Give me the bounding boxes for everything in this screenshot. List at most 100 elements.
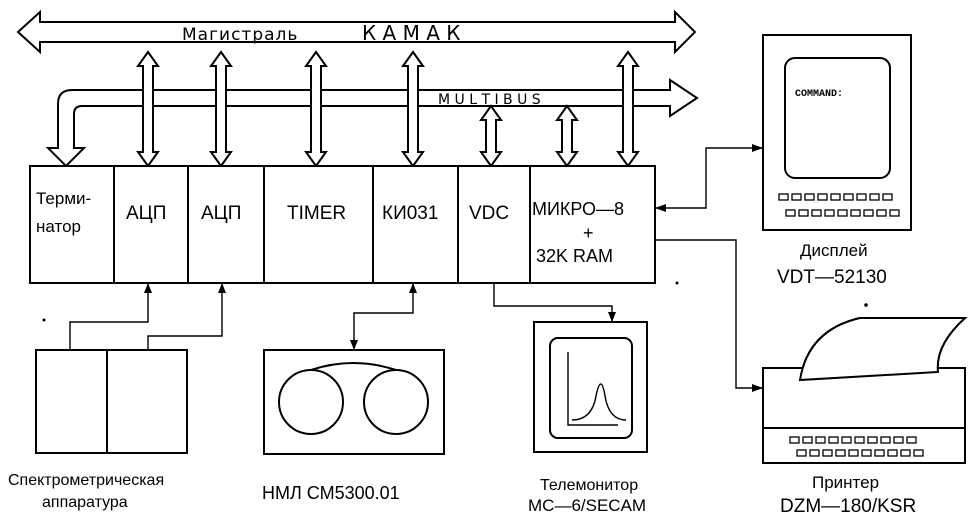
- terminator-label-1: Терми-: [36, 189, 91, 208]
- kamak-ki031-arrow: [401, 50, 425, 168]
- terminator-label-2: натор: [36, 217, 81, 236]
- key: [798, 209, 809, 217]
- key: [815, 436, 826, 444]
- key: [848, 449, 859, 457]
- key: [802, 436, 813, 444]
- key: [889, 209, 900, 217]
- micro-label-1: МИКРО—8: [532, 199, 624, 219]
- kamak-bus-arrow: [16, 9, 697, 55]
- printer-caption-1: Принтер: [812, 473, 879, 492]
- key: [791, 193, 802, 201]
- key: [882, 193, 893, 201]
- display-keypad: [778, 193, 900, 217]
- printer-caption-2: DZM—180/KSR: [780, 496, 916, 517]
- monitor-peak-curve: [571, 383, 627, 421]
- micro-display-wire: [655, 147, 763, 209]
- tape-path: [310, 362, 397, 371]
- key: [900, 449, 911, 457]
- key: [876, 209, 887, 217]
- key: [824, 209, 835, 217]
- vdc-monitor-wire: [493, 283, 613, 322]
- ki031-module: [372, 165, 459, 284]
- display-caption-2: VDT—52130: [777, 267, 887, 288]
- spectro-apparatus: [35, 283, 226, 454]
- key: [856, 193, 867, 201]
- micro-label-3: 32K RAM: [536, 246, 613, 266]
- spectro-unit-1: [35, 349, 108, 454]
- monitor-caption-2: МС—6/SECAM: [528, 496, 646, 515]
- key: [893, 436, 904, 444]
- multibus-micro-arrow: [555, 104, 579, 168]
- micro-module: [529, 165, 656, 284]
- key: [828, 436, 839, 444]
- timer-label: TIMER: [287, 203, 346, 224]
- kamak-connectors: [136, 50, 640, 168]
- kamak-adc1-arrow: [136, 50, 160, 168]
- speck-3: [675, 281, 679, 285]
- adc1-label: АЦП: [126, 203, 166, 224]
- printer-body: [762, 367, 966, 464]
- key: [850, 209, 861, 217]
- tape-caption: НМЛ СМ5300.01: [262, 483, 400, 503]
- timer-module: [263, 165, 374, 284]
- multibus-arrow: [45, 78, 699, 168]
- monitor-arrowhead: [608, 312, 616, 322]
- vdc-label: VDC: [469, 203, 509, 224]
- speck: [42, 318, 46, 322]
- multibus-vdc-arrow: [479, 104, 503, 168]
- key: [789, 436, 800, 444]
- key: [835, 449, 846, 457]
- module-row: [29, 165, 656, 284]
- monitor-screen: [549, 337, 633, 439]
- key: [796, 449, 807, 457]
- vdc-module: [457, 165, 531, 284]
- tape-drive: [263, 283, 445, 455]
- key: [867, 436, 878, 444]
- key: [809, 449, 820, 457]
- key: [861, 449, 872, 457]
- micro-printer-wire: [655, 239, 763, 389]
- printer-paper-front: [798, 317, 968, 382]
- printer-arrowhead: [752, 384, 763, 392]
- key: [880, 436, 891, 444]
- telemonitor: [493, 283, 648, 453]
- micro-label-2: +: [583, 223, 594, 243]
- spectro-adc2-wire: [147, 283, 223, 350]
- speck-2: [864, 303, 868, 307]
- kamak-bus-label-b: К А М А К: [362, 21, 460, 45]
- spectro-caption-1: Спектрометрическая: [8, 472, 164, 489]
- kamak-timer-arrow: [304, 50, 328, 168]
- display-terminal: [655, 34, 912, 231]
- key: [804, 193, 815, 201]
- tape-arrowhead-down: [350, 340, 358, 350]
- kamak-adc2-arrow: [209, 50, 233, 168]
- adc1-module: [113, 165, 189, 284]
- monitor-axes: [567, 352, 618, 426]
- display-arrowhead-out: [655, 204, 666, 212]
- key: [841, 436, 852, 444]
- spectro-adc1-arrowhead: [144, 283, 152, 293]
- monitor-caption-1: Телемонитор: [540, 477, 638, 494]
- key: [906, 436, 917, 444]
- spectro-adc2-arrowhead: [218, 283, 226, 293]
- kamak-bus-label-a: Магистраль: [182, 25, 298, 45]
- key: [822, 449, 833, 457]
- kamak-micro-arrow: [616, 50, 640, 168]
- adc2-label: АЦП: [201, 203, 241, 224]
- monitor-body: [533, 321, 648, 453]
- multibus-connectors: [479, 104, 579, 168]
- printer-keypad: [789, 436, 924, 457]
- key: [837, 209, 848, 217]
- terminator-module: [29, 165, 115, 284]
- display-screen: [784, 57, 891, 179]
- key: [785, 209, 796, 217]
- ki031-label: КИ031: [382, 203, 438, 224]
- display-arrowhead-in: [752, 144, 763, 152]
- tape-arrowhead-up: [409, 283, 417, 293]
- spectro-caption-2: аппаратура: [42, 494, 128, 511]
- key: [874, 449, 885, 457]
- spectro-adc1-wire: [69, 283, 149, 350]
- multibus-label: M U L T I B U S: [438, 92, 541, 108]
